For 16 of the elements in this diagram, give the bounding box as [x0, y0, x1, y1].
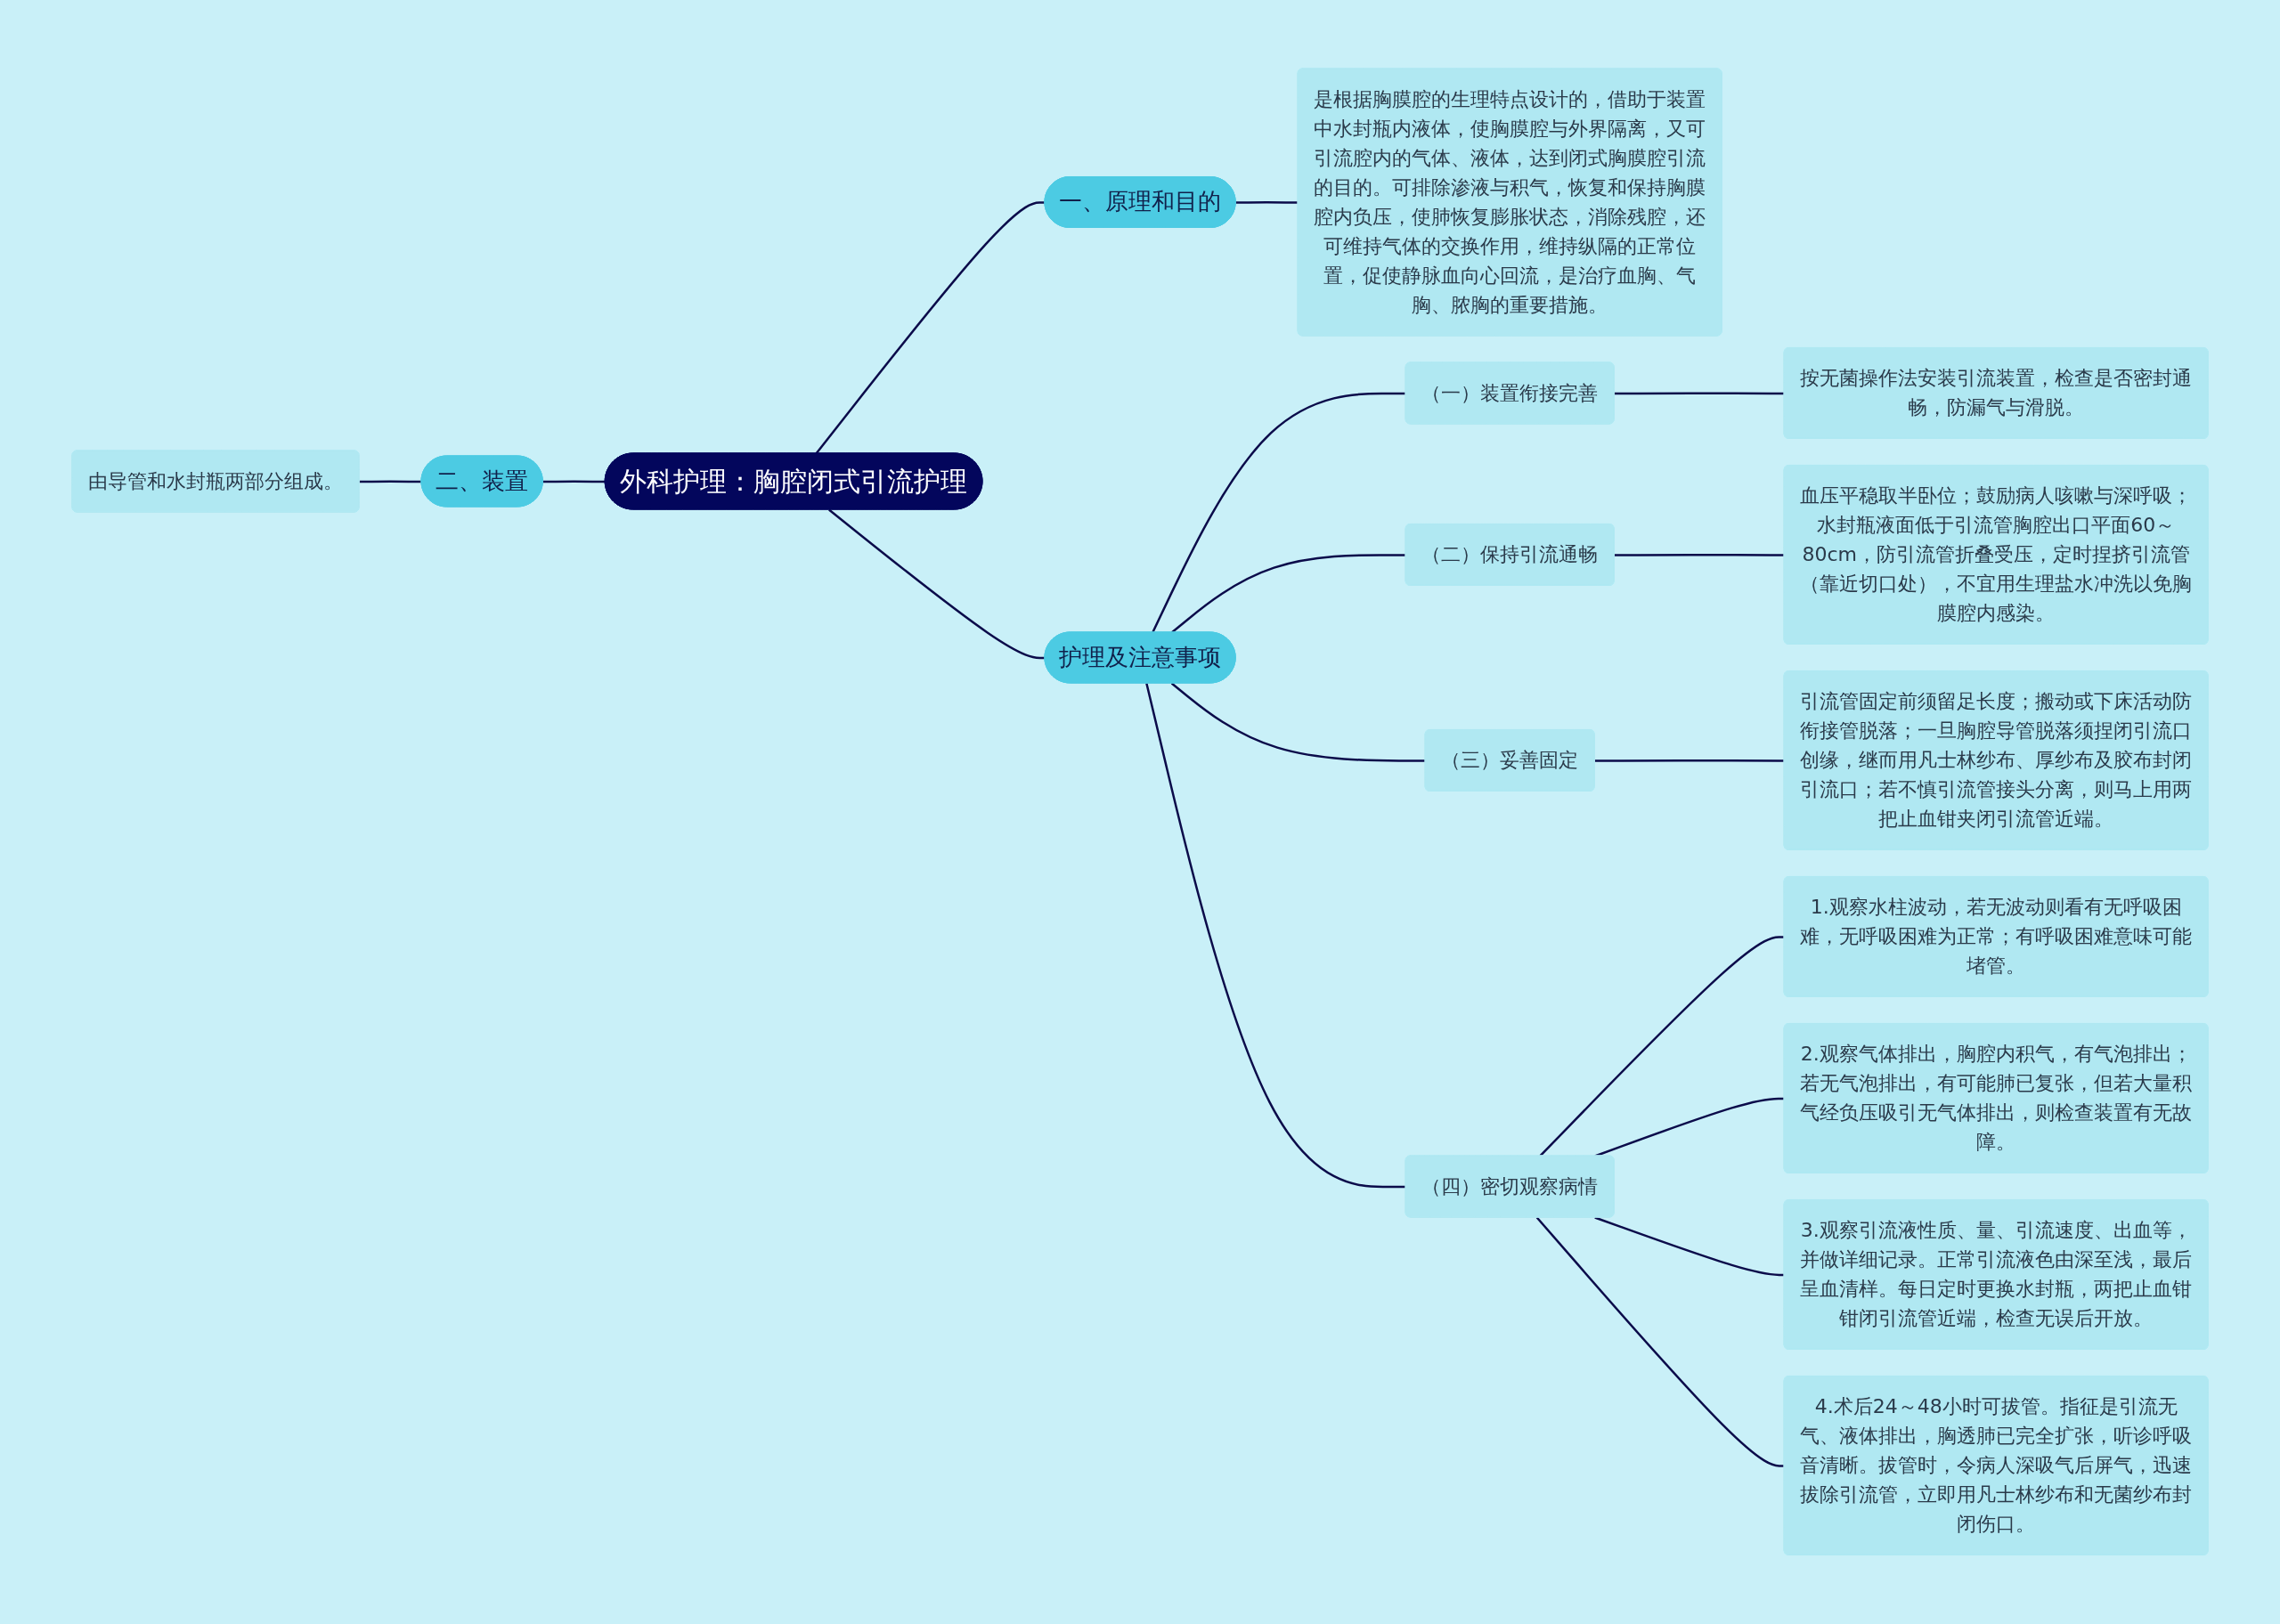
connector [1170, 682, 1426, 762]
connector [1614, 554, 1785, 556]
connector [1235, 201, 1299, 204]
connector [1152, 392, 1406, 634]
connector [1170, 554, 1406, 634]
connector [1539, 936, 1785, 1157]
connector [359, 480, 422, 483]
connector [1614, 392, 1785, 395]
connector [1145, 683, 1406, 1189]
connector [828, 508, 1046, 660]
connector [815, 201, 1046, 455]
connector [542, 480, 606, 483]
connector [1594, 1216, 1785, 1277]
connector [1535, 1216, 1785, 1467]
connector [1594, 759, 1785, 762]
connector [1594, 1097, 1785, 1157]
